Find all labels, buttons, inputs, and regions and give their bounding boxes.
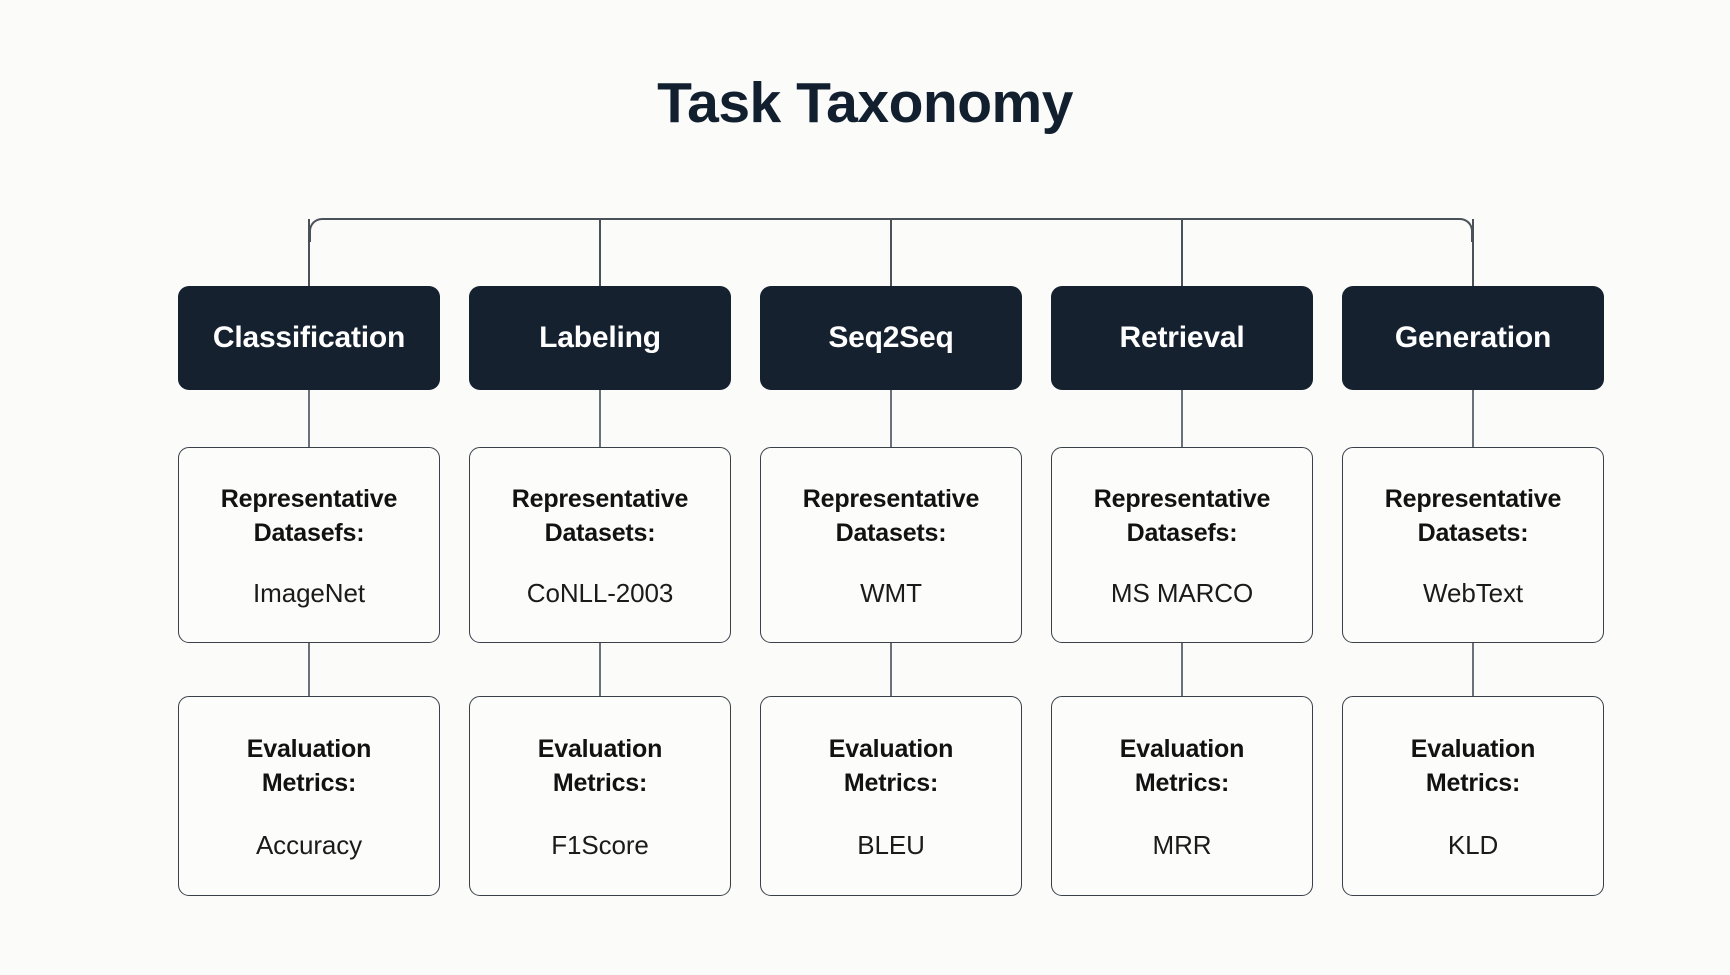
representative-datasets-box-5[interactable]: Representative Datasets: WebText bbox=[1342, 447, 1604, 643]
task-header-box-2[interactable]: Labeling bbox=[469, 286, 731, 390]
evaluation-metrics-label: Evaluation Metrics: bbox=[1410, 735, 1536, 797]
connector-bracket-to-header-1 bbox=[307, 219, 310, 286]
connector-header-to-datasets-5 bbox=[1471, 390, 1474, 450]
connector-header-to-datasets-1 bbox=[307, 390, 310, 450]
connector-header-to-datasets-4 bbox=[1180, 390, 1183, 450]
representative-datasets-value: CoNLL-2003 bbox=[526, 578, 674, 608]
evaluation-metrics-box-1[interactable]: Evaluation Metrics: Accuracy bbox=[178, 696, 440, 896]
connector-datasets-to-metrics-1 bbox=[307, 641, 310, 699]
representative-datasets-box-4[interactable]: Representative Datasefs: MS MARCO bbox=[1051, 447, 1313, 643]
evaluation-metrics-box-3[interactable]: Evaluation Metrics: BLEU bbox=[760, 696, 1022, 896]
evaluation-metrics-label: Evaluation Metrics: bbox=[828, 735, 954, 797]
page-title: Task Taxonomy bbox=[657, 71, 1073, 135]
evaluation-metrics-label: Evaluation Metrics: bbox=[537, 735, 663, 797]
connector-datasets-to-metrics-3 bbox=[889, 641, 892, 699]
evaluation-metrics-value: BLEU bbox=[857, 830, 925, 860]
representative-datasets-box-3[interactable]: Representative Datasets: WMT bbox=[760, 447, 1022, 643]
representative-datasets-label: Representative Datasets: bbox=[511, 485, 689, 547]
representative-datasets-label: Representative Datasefs: bbox=[1093, 485, 1271, 547]
representative-datasets-box-1[interactable]: Representative Datasefs: ImageNet bbox=[178, 447, 440, 643]
connector-bracket-to-header-5 bbox=[1471, 219, 1474, 286]
task-header-label: Generation bbox=[1394, 321, 1552, 354]
connector-datasets-to-metrics-2 bbox=[598, 641, 601, 699]
task-header-box-1[interactable]: Classification bbox=[178, 286, 440, 390]
connector-header-to-datasets-2 bbox=[598, 390, 601, 450]
evaluation-metrics-box-2[interactable]: Evaluation Metrics: F1Score bbox=[469, 696, 731, 896]
representative-datasets-label: Representative Datasets: bbox=[802, 485, 980, 547]
task-header-label: Seq2Seq bbox=[828, 321, 954, 354]
task-header-label: Retrieval bbox=[1119, 321, 1245, 354]
evaluation-metrics-label: Evaluation Metrics: bbox=[246, 735, 372, 797]
representative-datasets-label: Representative Datasets: bbox=[1384, 485, 1562, 547]
representative-datasets-label: Representative Datasefs: bbox=[220, 485, 398, 547]
task-header-label: Classification bbox=[212, 321, 406, 354]
evaluation-metrics-value: MRR bbox=[1152, 830, 1212, 860]
task-header-box-4[interactable]: Retrieval bbox=[1051, 286, 1313, 390]
evaluation-metrics-value: F1Score bbox=[551, 830, 649, 860]
connector-bracket-to-header-3 bbox=[889, 219, 892, 286]
connector-datasets-to-metrics-5 bbox=[1471, 641, 1474, 699]
evaluation-metrics-value: KLD bbox=[1447, 830, 1499, 860]
representative-datasets-value: WMT bbox=[860, 578, 922, 608]
representative-datasets-value: ImageNet bbox=[253, 578, 365, 608]
task-header-label: Labeling bbox=[539, 321, 661, 354]
evaluation-metrics-box-4[interactable]: Evaluation Metrics: MRR bbox=[1051, 696, 1313, 896]
representative-datasets-value: MS MARCO bbox=[1110, 578, 1254, 608]
connector-bracket-to-header-2 bbox=[598, 219, 601, 286]
evaluation-metrics-box-5[interactable]: Evaluation Metrics: KLD bbox=[1342, 696, 1604, 896]
connector-datasets-to-metrics-4 bbox=[1180, 641, 1183, 699]
representative-datasets-value: WebText bbox=[1423, 578, 1523, 608]
task-header-box-3[interactable]: Seq2Seq bbox=[760, 286, 1022, 390]
connector-header-to-datasets-3 bbox=[889, 390, 892, 450]
connector-bracket-to-header-4 bbox=[1180, 219, 1183, 286]
task-header-box-5[interactable]: Generation bbox=[1342, 286, 1604, 390]
representative-datasets-box-2[interactable]: Representative Datasets: CoNLL-2003 bbox=[469, 447, 731, 643]
evaluation-metrics-value: Accuracy bbox=[255, 830, 363, 860]
evaluation-metrics-label: Evaluation Metrics: bbox=[1119, 735, 1245, 797]
